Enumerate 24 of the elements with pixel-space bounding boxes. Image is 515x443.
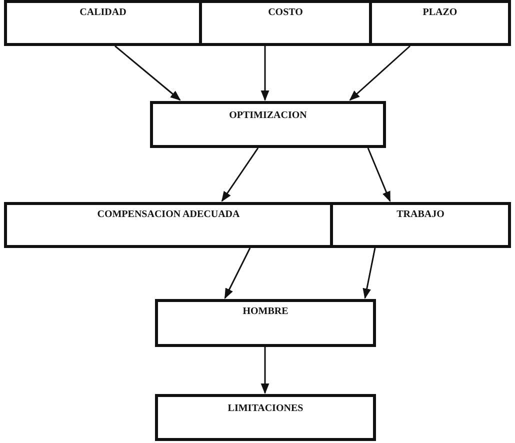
arrow [260, 46, 270, 102]
process-box [4, 0, 202, 46]
arrow [349, 45, 410, 101]
box-label: COMPENSACION ADECUADA [97, 209, 240, 220]
process-box [369, 0, 511, 46]
arrow [367, 148, 391, 202]
process-box [155, 394, 376, 441]
process-box [155, 299, 376, 347]
box-label: PLAZO [422, 7, 458, 18]
arrow [260, 347, 270, 394]
box-label: TRABAJO [396, 209, 444, 220]
process-box [330, 202, 511, 248]
box-label: COSTO [268, 7, 303, 18]
process-box [199, 0, 372, 46]
box-label: LIMITACIONES [228, 403, 304, 414]
arrow [221, 148, 259, 202]
process-box [4, 202, 333, 248]
process-box [150, 101, 386, 148]
box-label: CALIDAD [80, 7, 126, 18]
box-label: OPTIMIZACION [229, 110, 307, 121]
arrow [362, 248, 376, 300]
box-label: HOMBRE [242, 306, 288, 317]
arrow [114, 45, 181, 101]
arrow [224, 248, 251, 299]
